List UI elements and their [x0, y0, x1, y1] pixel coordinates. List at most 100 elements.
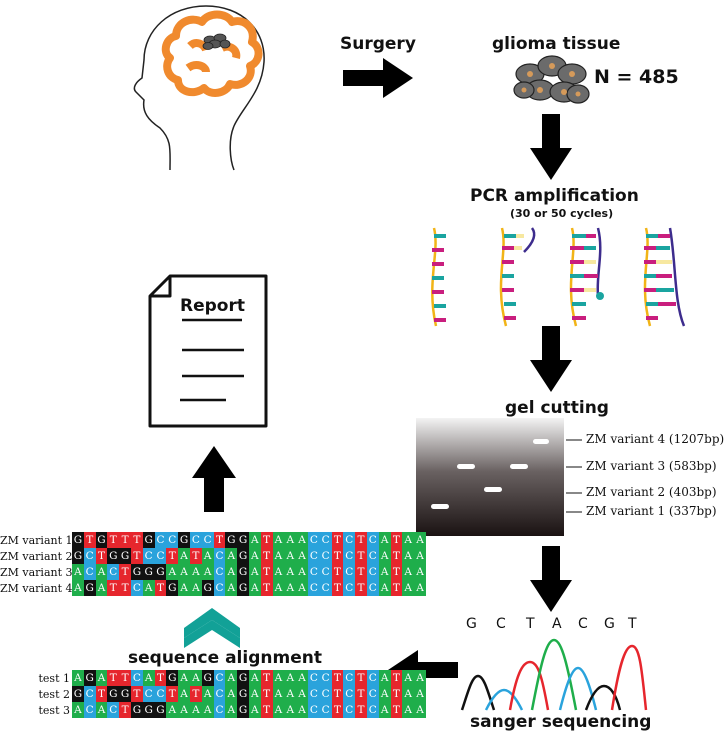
nucleotide-cell: C: [307, 702, 320, 718]
surgery-label: Surgery: [340, 34, 416, 54]
nucleotide-cell: G: [107, 686, 120, 702]
nucleotide-cell: T: [331, 564, 344, 580]
nucleotide-cell: A: [225, 548, 238, 564]
sample-count-label: N = 485: [594, 66, 679, 88]
nucleotide-cell: T: [154, 670, 167, 686]
gel-cutting-label: gel cutting: [505, 398, 609, 418]
nucleotide-cell: C: [319, 548, 332, 564]
nucleotide-cell: C: [107, 564, 120, 580]
nucleotide-cell: A: [296, 564, 308, 580]
nucleotide-cell: T: [260, 532, 273, 548]
nucleotide-cell: C: [319, 670, 332, 686]
nucleotide-cell: G: [83, 670, 96, 686]
nucleotide-cell: C: [154, 532, 167, 548]
nucleotide-cell: C: [201, 532, 214, 548]
nucleotide-cell: A: [248, 548, 261, 564]
nucleotide-cell: G: [201, 580, 214, 596]
nucleotide-cell: A: [95, 670, 108, 686]
base-letter: T: [628, 616, 637, 632]
nucleotide-cell: A: [225, 564, 238, 580]
nucleotide-cell: T: [331, 686, 344, 702]
nucleotide-cell: A: [378, 548, 391, 564]
arrow-down-icon: [530, 546, 572, 612]
nucleotide-cell: C: [319, 686, 332, 702]
nucleotide-cell: A: [166, 702, 179, 718]
nucleotide-cell: T: [130, 532, 143, 548]
nucleotide-cell: C: [307, 686, 320, 702]
nucleotide-cell: T: [130, 548, 143, 564]
nucleotide-cell: C: [83, 564, 96, 580]
nucleotide-cell: T: [390, 670, 403, 686]
nucleotide-cell: G: [72, 532, 84, 548]
nucleotide-cell: A: [72, 702, 84, 718]
nucleotide-cell: C: [366, 580, 379, 596]
nucleotide-cell: A: [189, 564, 202, 580]
nucleotide-cell: T: [355, 532, 367, 548]
nucleotide-cell: A: [402, 548, 415, 564]
nucleotide-cell: C: [307, 580, 320, 596]
nucleotide-cell: G: [237, 548, 249, 564]
gel-band-ticks: [566, 439, 582, 513]
nucleotide-cell: T: [355, 686, 367, 702]
nucleotide-cell: G: [154, 702, 167, 718]
nucleotide-cell: C: [166, 532, 179, 548]
nucleotide-cell: C: [366, 702, 379, 718]
nucleotide-cell: A: [402, 580, 415, 596]
nucleotide-cell: A: [272, 564, 285, 580]
nucleotide-cell: A: [189, 702, 202, 718]
nucleotide-cell: A: [284, 564, 297, 580]
sanger-sequencing-label: sanger sequencing: [470, 712, 652, 732]
nucleotide-cell: A: [248, 532, 261, 548]
nucleotide-cell: A: [402, 532, 415, 548]
chromatogram-bases: G C T A C G T: [466, 616, 666, 636]
nucleotide-cell: C: [154, 548, 167, 564]
nucleotide-cell: T: [260, 702, 273, 718]
nucleotide-cell: T: [331, 548, 344, 564]
nucleotide-cell: A: [72, 670, 84, 686]
nucleotide-cell: A: [95, 564, 108, 580]
nucleotide-cell: C: [83, 702, 96, 718]
nucleotide-cell: A: [201, 686, 214, 702]
nucleotide-cell: A: [414, 564, 426, 580]
nucleotide-cell: G: [142, 564, 155, 580]
base-letter: A: [552, 616, 562, 632]
nucleotide-cell: G: [119, 686, 131, 702]
nucleotide-cell: A: [201, 548, 214, 564]
nucleotide-cell: G: [237, 532, 249, 548]
nucleotide-cell: T: [166, 686, 179, 702]
nucleotide-cell: C: [142, 548, 155, 564]
nucleotide-cell: A: [414, 548, 426, 564]
nucleotide-cell: A: [272, 548, 285, 564]
nucleotide-cell: C: [213, 670, 226, 686]
nucleotide-cell: G: [201, 670, 214, 686]
nucleotide-cell: C: [319, 564, 332, 580]
nucleotide-cell: A: [378, 670, 391, 686]
nucleotide-cell: G: [83, 580, 96, 596]
nucleotide-cell: G: [72, 548, 84, 564]
nucleotide-cell: G: [237, 580, 249, 596]
nucleotide-cell: T: [119, 670, 131, 686]
nucleotide-cell: C: [366, 548, 379, 564]
gel-band-label: ZM variant 1 (337bp): [586, 504, 717, 518]
nucleotide-cell: T: [260, 548, 273, 564]
nucleotide-cell: A: [378, 702, 391, 718]
nucleotide-cell: G: [237, 702, 249, 718]
nucleotide-cell: A: [248, 564, 261, 580]
nucleotide-cell: C: [366, 686, 379, 702]
nucleotide-cell: A: [95, 580, 108, 596]
nucleotide-cell: T: [390, 532, 403, 548]
nucleotide-cell: A: [189, 670, 202, 686]
nucleotide-cell: A: [414, 686, 426, 702]
nucleotide-cell: A: [284, 686, 297, 702]
nucleotide-cell: A: [296, 580, 308, 596]
nucleotide-cell: G: [107, 548, 120, 564]
gel-image: [416, 418, 564, 536]
nucleotide-cell: C: [189, 532, 202, 548]
